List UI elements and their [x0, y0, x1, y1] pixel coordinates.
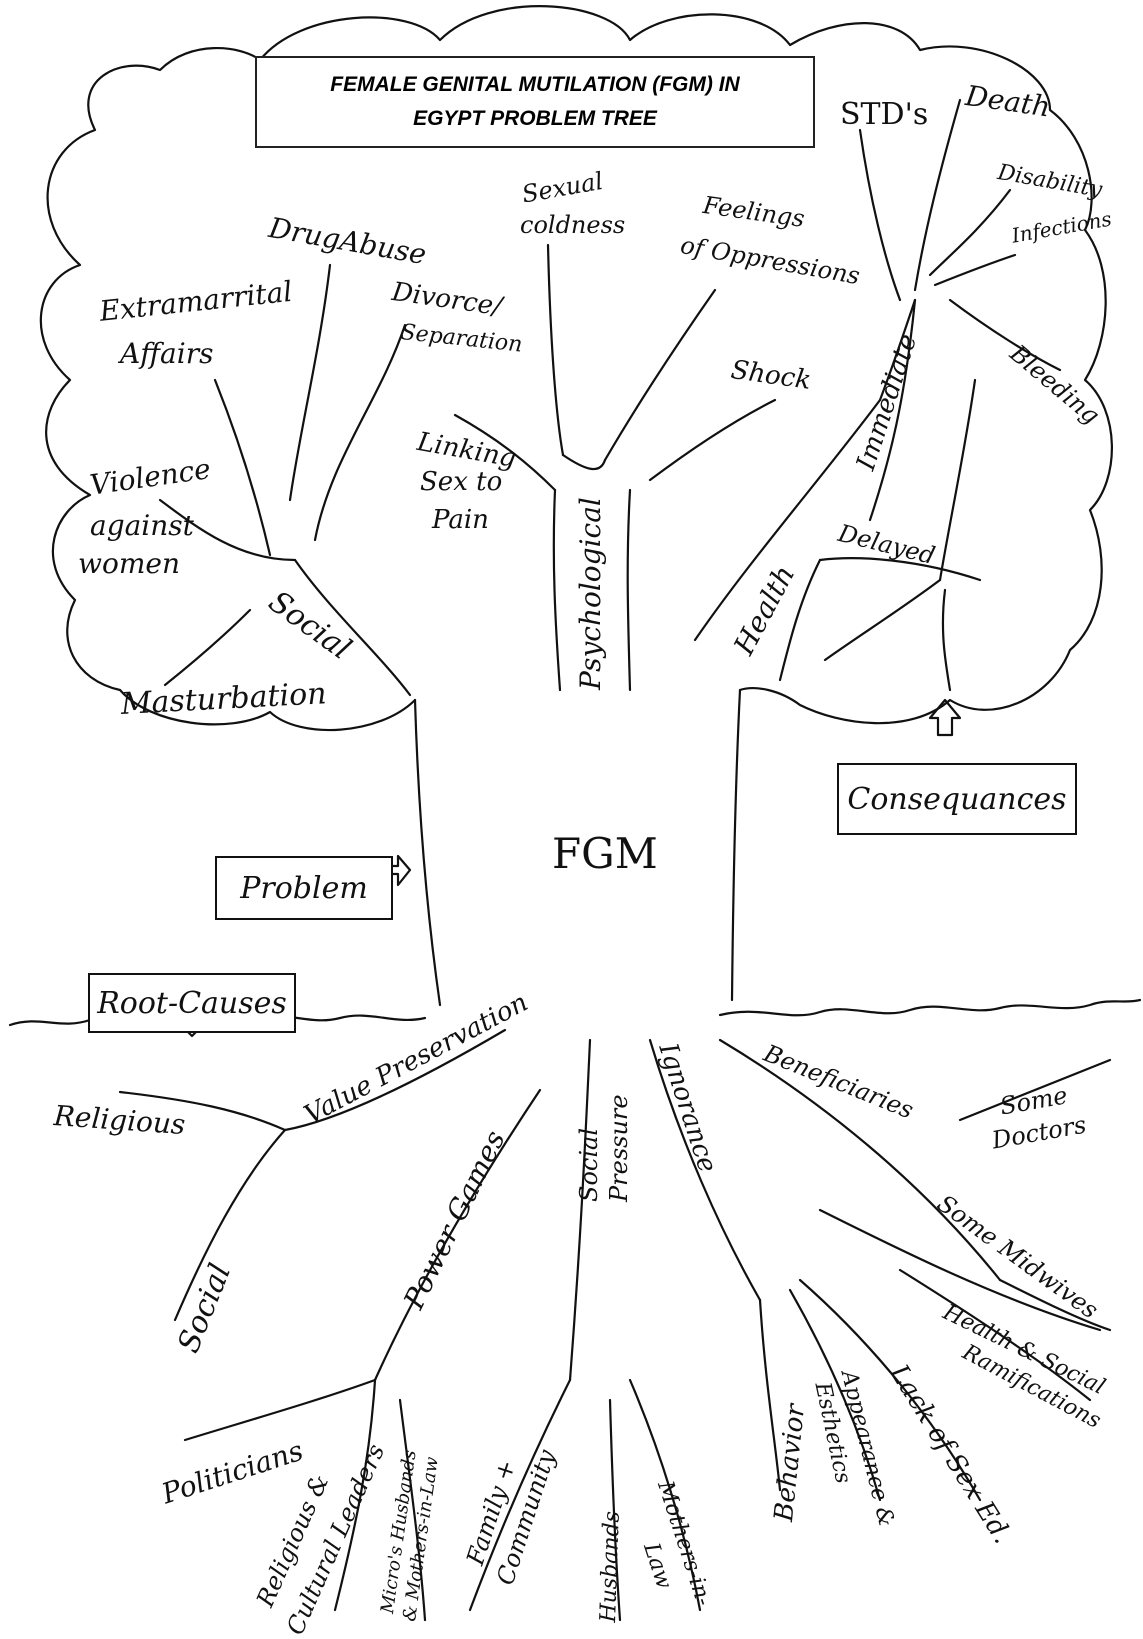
label-coldness: coldness: [520, 211, 626, 239]
root-beneficiaries: [718, 1038, 1002, 1282]
root-some-doctors: [958, 1058, 1112, 1122]
branch-social: [293, 558, 412, 697]
label-husbands: Husbands: [596, 1510, 625, 1623]
tree-trunk-left: [413, 698, 442, 1007]
root-leaders: [333, 1378, 377, 1612]
label-pressure: Pressure: [605, 1094, 633, 1202]
label-pain: Pain: [432, 505, 489, 535]
root-health-social: [818, 1208, 1102, 1332]
branch-drugabuse: [288, 263, 332, 502]
branch-psychological-right: [626, 488, 632, 692]
branch-immediate-box: [868, 298, 917, 522]
branch-delayed-3: [823, 578, 942, 662]
label-affairs: Affairs: [120, 337, 214, 370]
branch-shock: [648, 398, 777, 482]
root-power-games: [373, 1088, 542, 1382]
root-appearance: [788, 1288, 882, 1502]
problem-box: Problem: [215, 856, 393, 920]
root-religious: [118, 1090, 287, 1132]
label-sex-to: Sex to: [420, 467, 503, 497]
label-women: women: [78, 547, 180, 580]
branch-stds: [858, 128, 902, 302]
root-behavior: [758, 1298, 782, 1492]
branch-bleeding: [948, 298, 1062, 372]
title-line-1: FEMALE GENITAL MUTILATION (FGM) IN: [330, 73, 740, 97]
label-against: against: [90, 509, 194, 542]
label-stds: STD's: [840, 97, 929, 132]
branch-death: [913, 98, 962, 292]
root-husbands: [608, 1398, 622, 1622]
label-social-pressure: Social: [575, 1128, 603, 1202]
root-causes-box: Root-Causes: [88, 973, 296, 1033]
branch-divorce: [313, 323, 407, 542]
root-ignorance: [648, 1038, 762, 1302]
branch-immediate: [878, 298, 917, 402]
root-lack-sex-ed: [798, 1278, 982, 1502]
branch-extramarrital: [213, 378, 272, 557]
title-line-2: EGYPT PROBLEM TREE: [413, 107, 657, 130]
tree-trunk-right: [730, 688, 742, 1002]
branch-disability: [928, 188, 1012, 277]
branch-psych-fork: [561, 453, 607, 471]
root-value-preservation: [283, 1028, 507, 1132]
root-social-pressure: [568, 1038, 592, 1382]
title-box: FEMALE GENITAL MUTILATION (FGM) IN EGYPT…: [255, 56, 815, 148]
branch-feelings: [603, 288, 717, 462]
root-mothers: [628, 1378, 702, 1612]
branch-infections: [933, 253, 1017, 287]
branch-linking: [453, 413, 557, 492]
branch-health: [693, 398, 882, 642]
root-some-midwives: [998, 1278, 1112, 1332]
tree-canopy-outline: [39, 5, 1113, 732]
branch-delayed-4: [941, 588, 952, 692]
root-micro: [398, 1398, 427, 1622]
branch-masturbation: [163, 608, 252, 687]
branch-psychological-left: [552, 488, 562, 692]
consequences-box: Consequances: [837, 763, 1077, 835]
root-politicians: [183, 1378, 377, 1442]
branch-delayed-5: [778, 558, 822, 682]
center-fgm: FGM: [552, 829, 658, 878]
branch-delayed-2: [938, 378, 977, 582]
label-psychological: Psychological: [574, 497, 607, 690]
root-health-social-2: [898, 1268, 1092, 1402]
arrow-up-icon: [928, 698, 962, 737]
branch-delayed: [818, 557, 982, 582]
branch-social-violence: [158, 498, 297, 562]
root-family: [468, 1378, 572, 1612]
branch-sexual-coldness: [546, 243, 565, 457]
root-social-left: [173, 1128, 287, 1322]
